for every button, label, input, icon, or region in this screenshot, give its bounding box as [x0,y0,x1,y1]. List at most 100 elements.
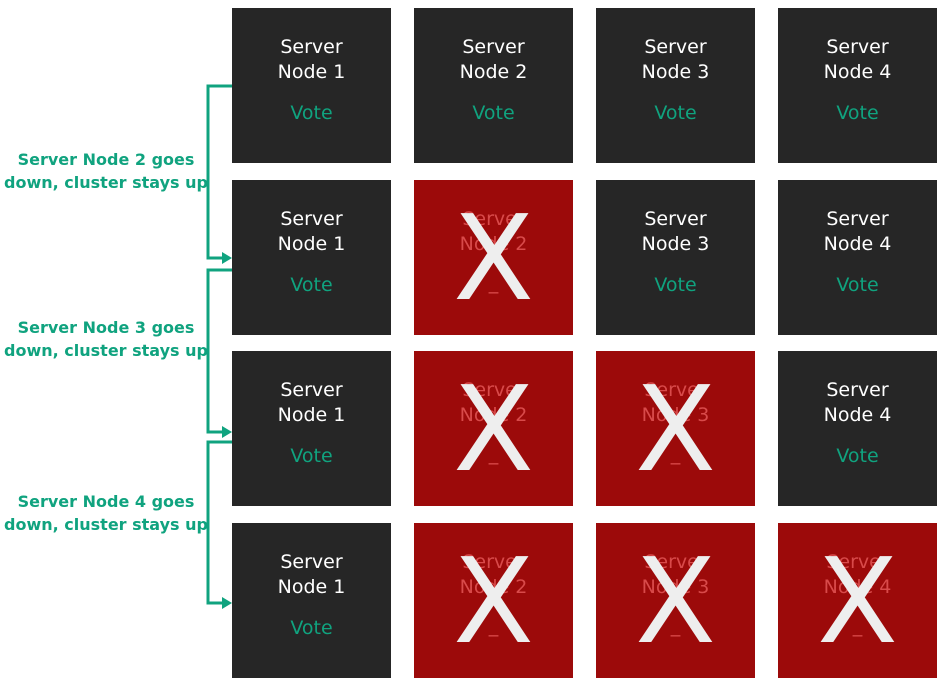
step-label: Server Node 2 goes down, cluster stays up [0,148,212,194]
vote-label: Vote [836,274,879,296]
node-name-line2: Node 3 [641,404,710,426]
bracket-line [206,84,232,260]
vote-label: Vote [290,102,333,124]
vote-label: Vote [654,102,697,124]
node-name-line2: Node 3 [641,576,710,598]
node-name-line1: Server [644,551,707,573]
node-down-x-icon: X [635,360,716,498]
node-name-line1: Server [826,208,889,230]
node-name-line1: Server [280,208,343,230]
node-name-line2: Node 2 [459,61,528,83]
node-name-line2: Node 3 [641,233,710,255]
node-name-line2: Node 4 [823,576,892,598]
vote-dash: _ [488,272,499,294]
step-label-line2: down, cluster stays up [4,515,208,534]
vote-dash: _ [488,615,499,637]
node-name-line1: Server [280,36,343,58]
node-name-line1: Server [644,379,707,401]
step-label-line1: Server Node 4 goes [17,492,195,511]
vote-label: Vote [472,102,515,124]
node-name-line1: Server [280,379,343,401]
step-label-line2: down, cluster stays up [4,173,208,192]
vote-label: Vote [654,274,697,296]
node-name-line2: Node 1 [277,576,346,598]
node-name-line1: Server [644,36,707,58]
node-name-line1: Server [826,551,889,573]
node-down-x-icon: X [817,532,898,670]
node-name-line2: Node 1 [277,61,346,83]
node-name-line1: Server [462,208,525,230]
vote-dash: _ [670,443,681,465]
vote-dash: _ [670,615,681,637]
node-name-line2: Node 2 [459,233,528,255]
node-name-line1: Server [644,208,707,230]
step-label: Server Node 3 goes down, cluster stays up [0,316,212,362]
node-name-line1: Server [826,379,889,401]
arrowhead-icon [222,597,232,609]
arrowhead-icon [222,426,232,438]
step-label-line1: Server Node 2 goes [17,150,195,169]
node-down-x-icon: X [453,360,534,498]
vote-dash: _ [852,615,863,637]
vote-label: Vote [836,445,879,467]
node-down-x-icon: X [453,189,534,327]
node-name-line1: Server [462,379,525,401]
step-label: Server Node 4 goes down, cluster stays up [0,490,212,536]
arrowhead-icon [222,252,232,264]
bracket-line [206,268,232,434]
vote-dash: _ [488,443,499,465]
vote-label: Vote [290,445,333,467]
node-name-line2: Node 1 [277,233,346,255]
node-name-line2: Node 4 [823,61,892,83]
bracket-line [206,440,232,605]
node-name-line1: Server [826,36,889,58]
node-name-line2: Node 3 [641,61,710,83]
node-name-line2: Node 1 [277,404,346,426]
node-down-x-icon: X [635,532,716,670]
node-name-line1: Server [462,551,525,573]
node-name-line2: Node 2 [459,576,528,598]
step-label-line2: down, cluster stays up [4,341,208,360]
node-down-x-icon: X [453,532,534,670]
step-label-line1: Server Node 3 goes [17,318,195,337]
node-name-line2: Node 2 [459,404,528,426]
node-name-line2: Node 4 [823,404,892,426]
node-name-line1: Server [462,36,525,58]
vote-label: Vote [290,274,333,296]
vote-label: Vote [290,617,333,639]
node-name-line2: Node 4 [823,233,892,255]
vote-label: Vote [836,102,879,124]
